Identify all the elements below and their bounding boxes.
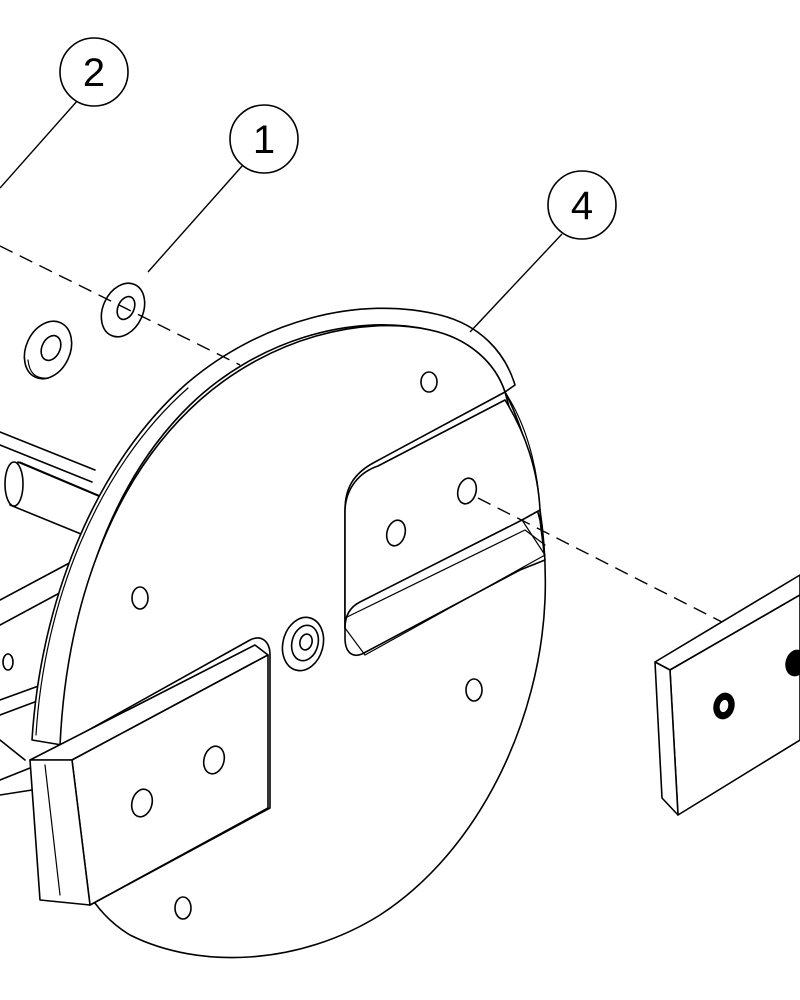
leader-item-4	[469, 233, 563, 333]
blade-axis-line	[477, 497, 723, 623]
plate-hole	[385, 519, 407, 547]
blade-screw-hole	[785, 649, 800, 677]
disc-hole	[131, 586, 149, 610]
disc-hole	[420, 371, 438, 393]
blade-hole	[202, 745, 226, 775]
upper-clamp-plate	[344, 399, 546, 656]
disc-hole	[465, 678, 483, 702]
center-hub	[281, 616, 325, 672]
balloon-item-4: 4	[547, 170, 617, 240]
disc-hole	[174, 896, 192, 920]
frame-hole	[2, 653, 14, 671]
balloon-label: 2	[83, 51, 105, 95]
leader-item-2	[0, 99, 79, 189]
balloon-item-2: 2	[59, 37, 129, 107]
balloon-item-1: 1	[229, 104, 299, 174]
plate-hole	[456, 477, 478, 505]
replacement-blade	[654, 574, 800, 816]
balloon-label: 4	[571, 184, 593, 228]
assembly-axis-line	[0, 245, 241, 366]
washer-left	[23, 320, 73, 380]
lower-blade	[29, 644, 269, 906]
leader-item-1	[147, 164, 244, 273]
washer-item-1	[100, 282, 146, 338]
shaft-end	[4, 461, 24, 507]
balloon-label: 1	[253, 118, 275, 162]
blade-hole	[130, 788, 154, 818]
